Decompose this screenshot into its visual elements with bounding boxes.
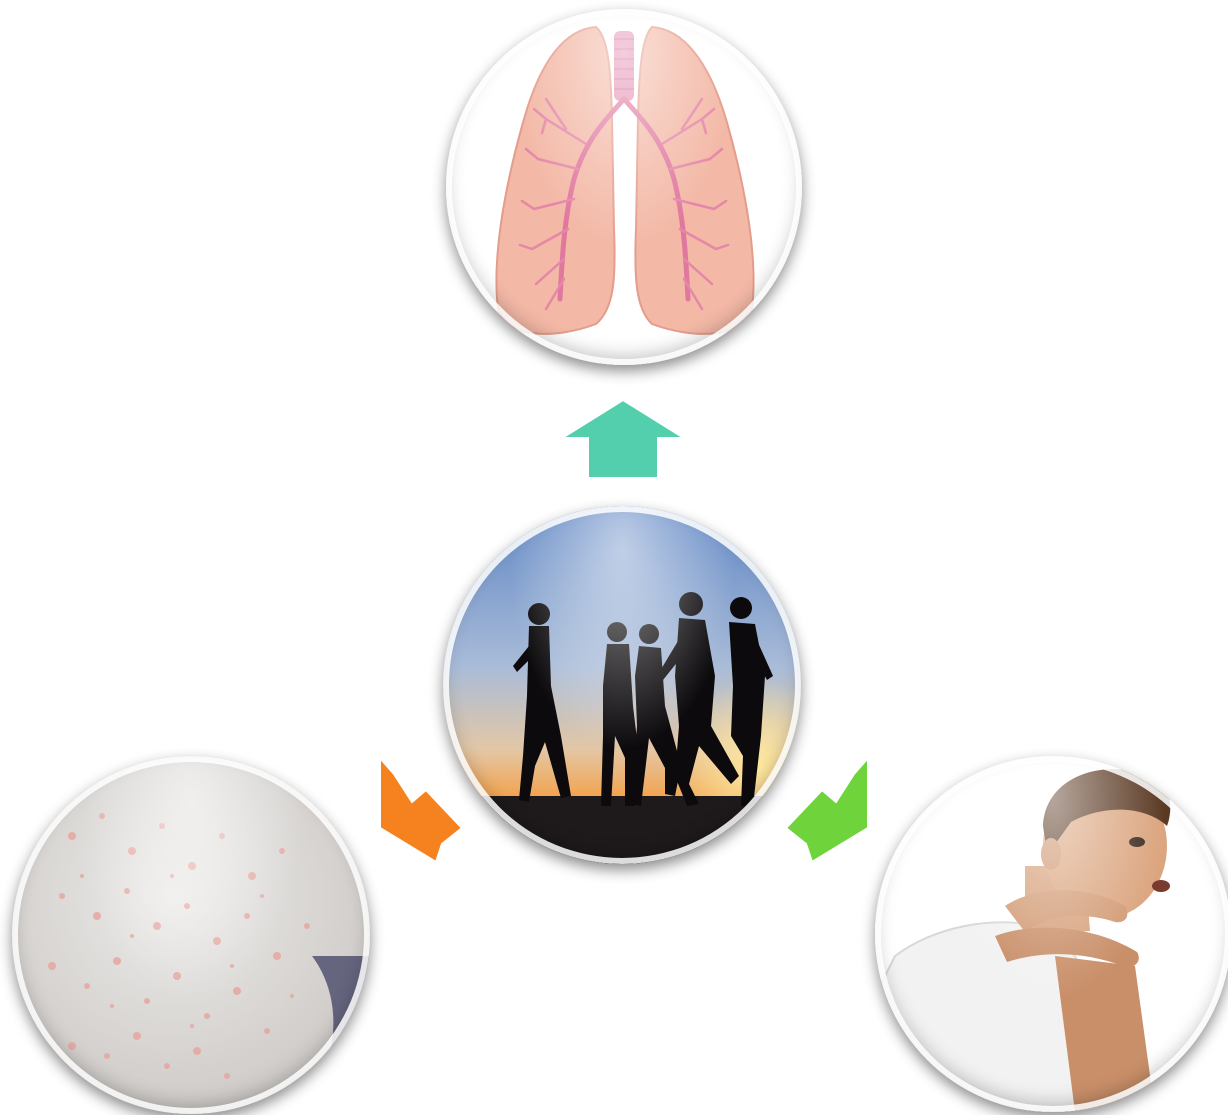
man-choking-icon bbox=[875, 756, 1228, 1112]
center-node bbox=[443, 506, 801, 864]
skin-rash-icon bbox=[12, 756, 370, 1114]
lungs-icon bbox=[446, 9, 802, 365]
lungs-node bbox=[446, 9, 802, 365]
arrow-down-left-icon bbox=[372, 750, 464, 862]
arrow-down-right-icon bbox=[784, 750, 876, 862]
arrow-up-icon bbox=[560, 398, 686, 480]
rash-node bbox=[12, 756, 370, 1114]
running-people-silhouette-icon bbox=[443, 506, 801, 864]
cough-node bbox=[875, 756, 1228, 1112]
